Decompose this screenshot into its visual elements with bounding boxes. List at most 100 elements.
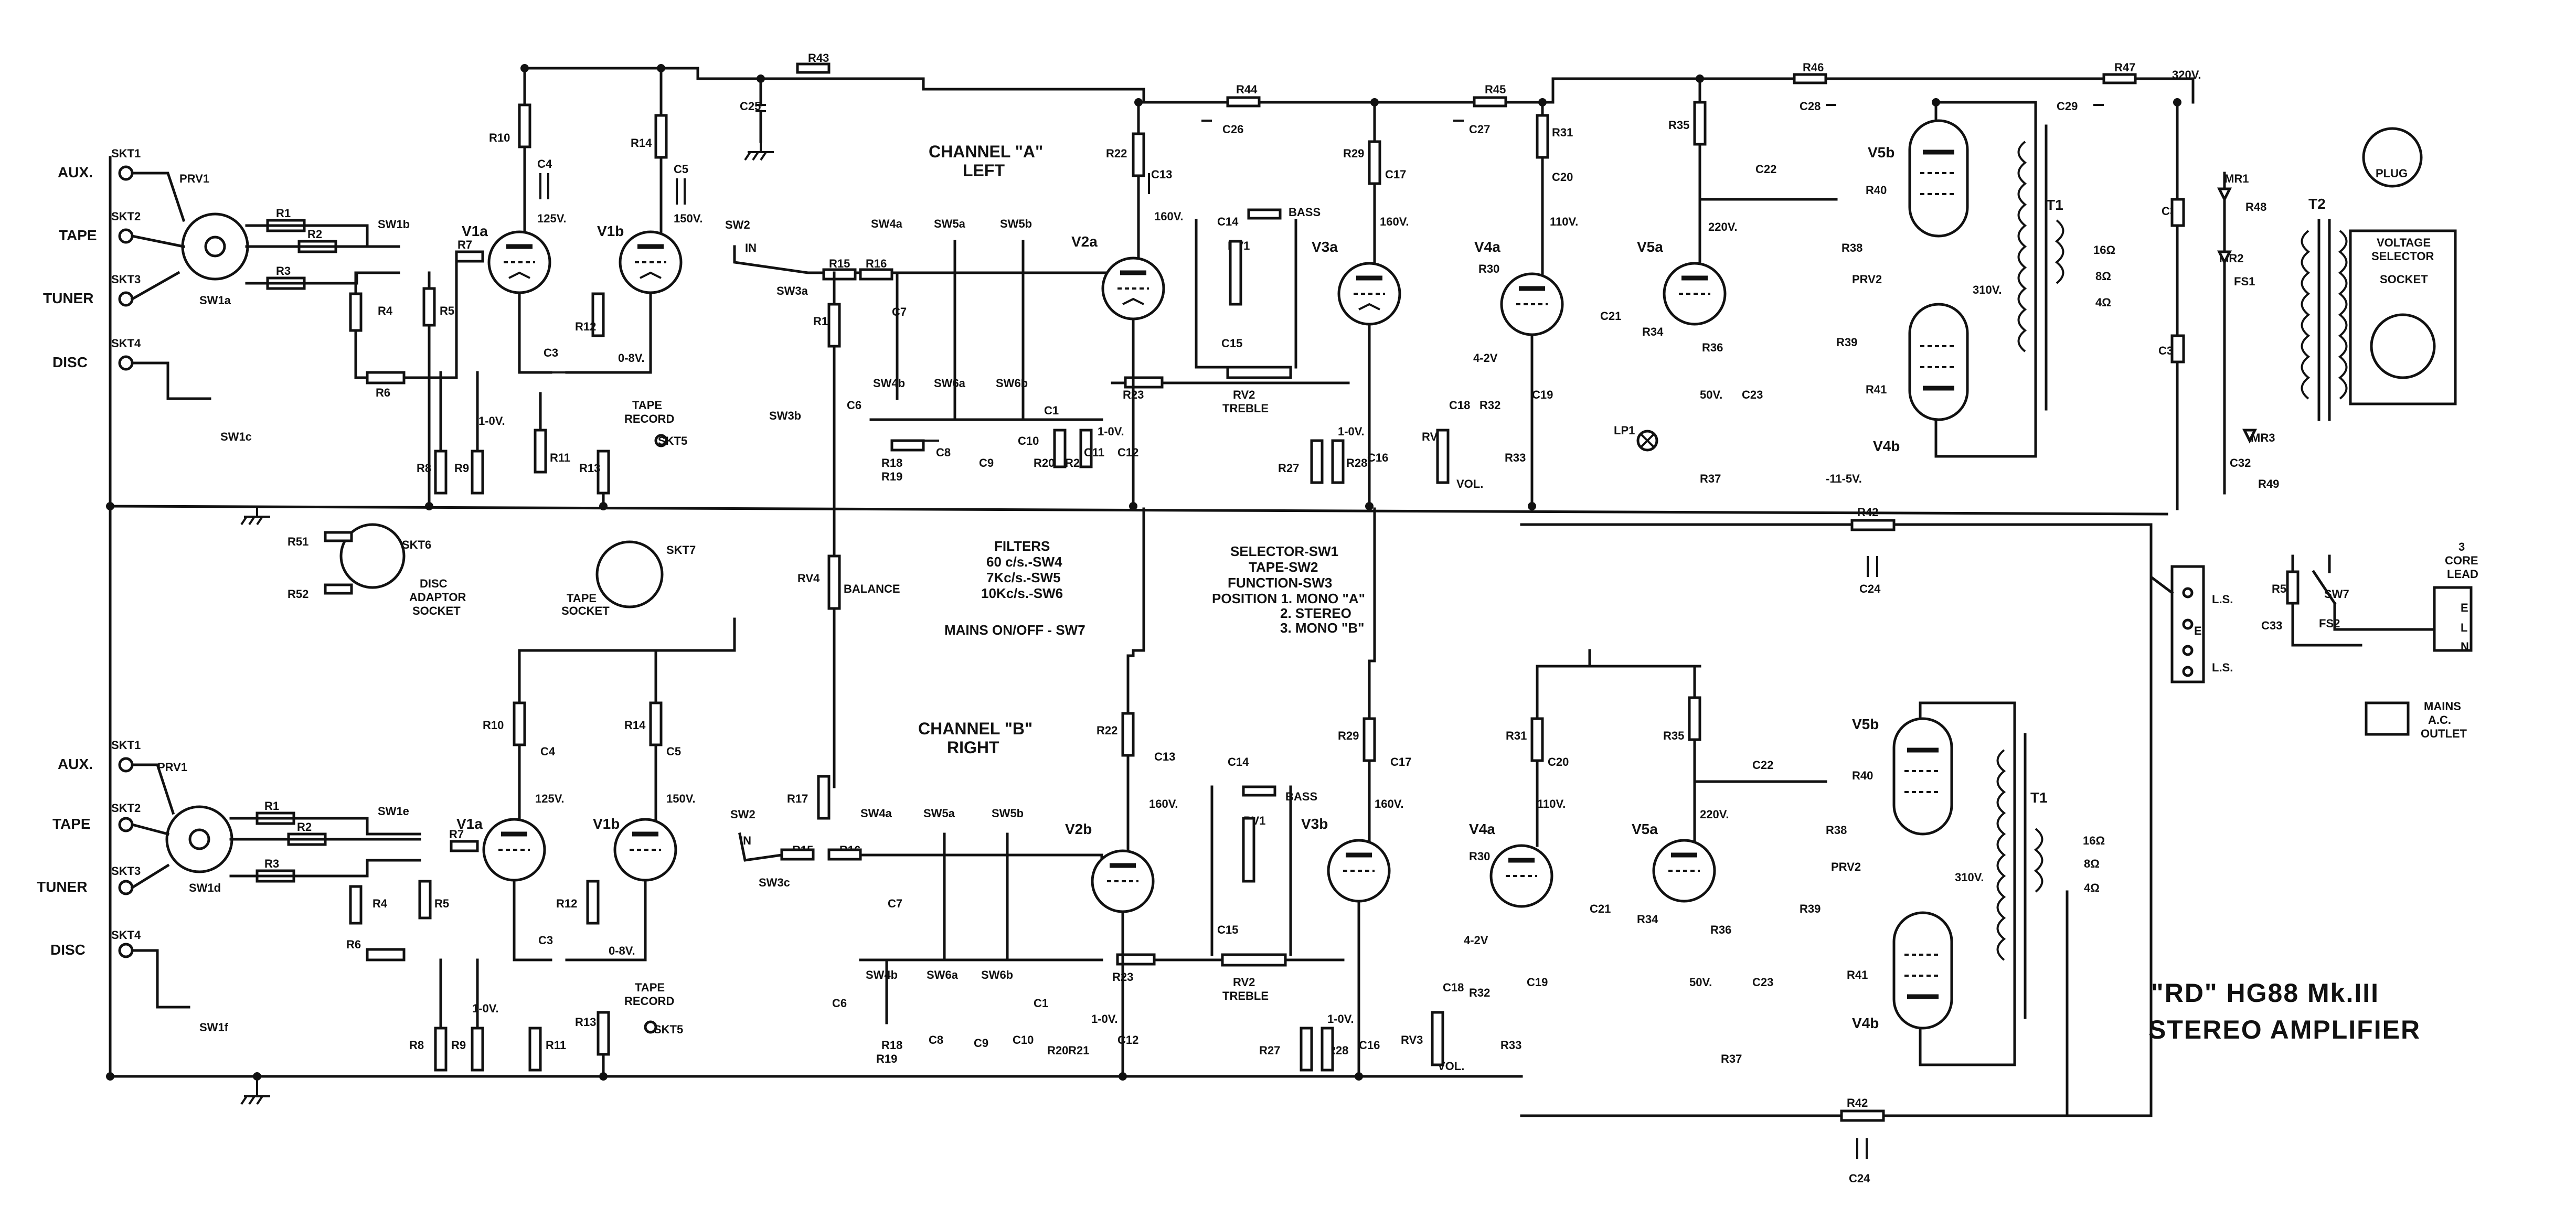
label-tape-a: TAPE xyxy=(59,227,97,243)
tube-v5b-a xyxy=(1908,119,1969,238)
svg-text:RECORD: RECORD xyxy=(624,995,674,1008)
svg-text:SW6a: SW6a xyxy=(934,377,966,390)
svg-text:R2: R2 xyxy=(307,228,322,241)
svg-text:125V.: 125V. xyxy=(537,212,566,225)
svg-text:C11: C11 xyxy=(1084,446,1104,459)
filter-stage-b: R17 R15 R16 SW3c SW4a SW5a SW5b SW4b SW6… xyxy=(738,775,1103,1065)
svg-text:R7: R7 xyxy=(457,238,472,251)
svg-text:SW5b: SW5b xyxy=(992,807,1024,820)
resistor-r23-a xyxy=(1124,376,1164,389)
rectifier-mr3 xyxy=(2242,429,2258,444)
plug-icon xyxy=(2362,127,2423,188)
svg-text:C20: C20 xyxy=(1552,170,1573,184)
svg-text:C17: C17 xyxy=(1390,755,1411,768)
resistor-r20-a xyxy=(1053,429,1067,468)
svg-text:E: E xyxy=(2461,601,2468,614)
svg-text:R10: R10 xyxy=(483,719,504,732)
svg-text:SW5a: SW5a xyxy=(923,807,955,820)
svg-text:R35: R35 xyxy=(1663,729,1684,742)
svg-text:C14: C14 xyxy=(1217,215,1239,228)
svg-text:V4a: V4a xyxy=(1469,821,1495,837)
svg-text:C10: C10 xyxy=(1013,1033,1034,1046)
svg-text:SKT6: SKT6 xyxy=(402,538,431,551)
jack-disc-a xyxy=(118,355,134,371)
resistor-r42-a xyxy=(1850,519,1896,531)
resistor-r22-a xyxy=(1132,132,1145,177)
svg-text:R1: R1 xyxy=(264,799,279,813)
svg-text:R6: R6 xyxy=(376,386,390,399)
svg-text:V2b: V2b xyxy=(1065,821,1092,837)
svg-text:C1: C1 xyxy=(1034,997,1048,1010)
svg-text:V2a: V2a xyxy=(1071,233,1098,250)
power-supply: C30 C31 C32 MR1 MR2 MR3 FS1 R48 R49 T2 V… xyxy=(2158,101,2457,510)
svg-text:RV3: RV3 xyxy=(1401,1033,1423,1046)
svg-text:R18: R18 xyxy=(881,1039,902,1052)
svg-text:R40: R40 xyxy=(1866,184,1887,197)
svg-text:C24: C24 xyxy=(1849,1172,1870,1185)
resistor-r17-a xyxy=(827,303,841,348)
svg-text:L.S.: L.S. xyxy=(2212,661,2233,674)
svg-text:BASS: BASS xyxy=(1289,206,1321,219)
disc-adaptor-socket-skt6 xyxy=(339,523,406,589)
svg-text:C28: C28 xyxy=(1800,100,1821,113)
tube-v3a: V3a R29 C17 160V. 1-0V. R27 R28 C16 xyxy=(1278,101,1409,508)
svg-text:C20: C20 xyxy=(1548,755,1569,768)
svg-text:7Kc/s.-SW5: 7Kc/s.-SW5 xyxy=(986,570,1061,585)
svg-text:160V.: 160V. xyxy=(1149,797,1178,810)
svg-text:C10: C10 xyxy=(1018,434,1039,447)
svg-text:310V.: 310V. xyxy=(1955,871,1984,884)
svg-text:R3: R3 xyxy=(264,857,279,870)
svg-text:4-2V: 4-2V xyxy=(1473,351,1498,365)
capacitor-c31 xyxy=(2170,334,2185,364)
label-tuner-b: TUNER xyxy=(37,879,87,895)
svg-text:CORE: CORE xyxy=(2445,554,2478,567)
svg-text:C14: C14 xyxy=(1228,755,1249,768)
svg-text:R22: R22 xyxy=(1106,147,1127,160)
svg-text:R14: R14 xyxy=(631,136,652,149)
svg-text:PRV2: PRV2 xyxy=(1831,860,1861,873)
svg-text:R48: R48 xyxy=(2245,200,2266,213)
svg-text:SKT2: SKT2 xyxy=(111,802,141,815)
svg-text:150V.: 150V. xyxy=(674,212,702,225)
svg-text:V5a: V5a xyxy=(1632,821,1658,837)
mains-lead-terminal xyxy=(2433,586,2473,652)
svg-text:SW3a: SW3a xyxy=(776,284,808,297)
svg-text:C6: C6 xyxy=(832,997,847,1010)
svg-text:V3a: V3a xyxy=(1312,239,1338,255)
title-block: "RD" HG88 Mk.III STEREO AMPLIFIER xyxy=(2148,978,2420,1044)
potentiometer-rv3-a xyxy=(1436,429,1450,484)
svg-text:FUNCTION-SW3: FUNCTION-SW3 xyxy=(1228,575,1332,591)
label-disc-a: DISC xyxy=(52,354,88,370)
resistor-r31-a xyxy=(1536,114,1549,159)
junction-dots xyxy=(106,64,2181,1081)
label-tape-b: TAPE xyxy=(52,816,91,832)
svg-text:R42: R42 xyxy=(1857,506,1878,519)
svg-text:C19: C19 xyxy=(1532,388,1553,401)
svg-text:60 c/s.-SW4: 60 c/s.-SW4 xyxy=(986,554,1062,570)
svg-text:R41: R41 xyxy=(1866,383,1887,396)
svg-text:C4: C4 xyxy=(537,157,552,170)
svg-text:PRV1: PRV1 xyxy=(157,761,187,774)
svg-text:R37: R37 xyxy=(1721,1052,1742,1065)
svg-text:R16: R16 xyxy=(866,257,887,270)
svg-text:SW6b: SW6b xyxy=(981,968,1013,981)
potentiometer-rv1-a xyxy=(1229,240,1242,306)
svg-text:0-8V.: 0-8V. xyxy=(609,944,635,957)
capacitor-c30 xyxy=(2170,198,2185,227)
svg-text:R46: R46 xyxy=(1803,61,1824,74)
svg-text:RECORD: RECORD xyxy=(624,412,674,425)
svg-text:V1a: V1a xyxy=(462,223,488,239)
rectifier-mr2 xyxy=(2217,250,2232,265)
svg-text:V1b: V1b xyxy=(597,223,624,239)
resistor-r4-a xyxy=(349,292,363,332)
channel-b-title: CHANNEL "B" RIGHT xyxy=(918,719,1032,757)
label-aux-b: AUX. xyxy=(58,756,93,772)
svg-text:160V.: 160V. xyxy=(1154,210,1183,223)
svg-text:C8: C8 xyxy=(936,446,951,459)
svg-text:SOCKET: SOCKET xyxy=(412,604,461,617)
svg-text:R29: R29 xyxy=(1343,147,1364,160)
output-transformer-t1-b: T1 16Ω 8Ω 4Ω xyxy=(1996,733,2105,1019)
tube-v3b: V3b R29 C17 160V. 1-0V. R27 R28 C16 xyxy=(1259,507,1411,1078)
svg-text:C6: C6 xyxy=(847,399,861,412)
resistor-r12-a xyxy=(591,292,605,337)
